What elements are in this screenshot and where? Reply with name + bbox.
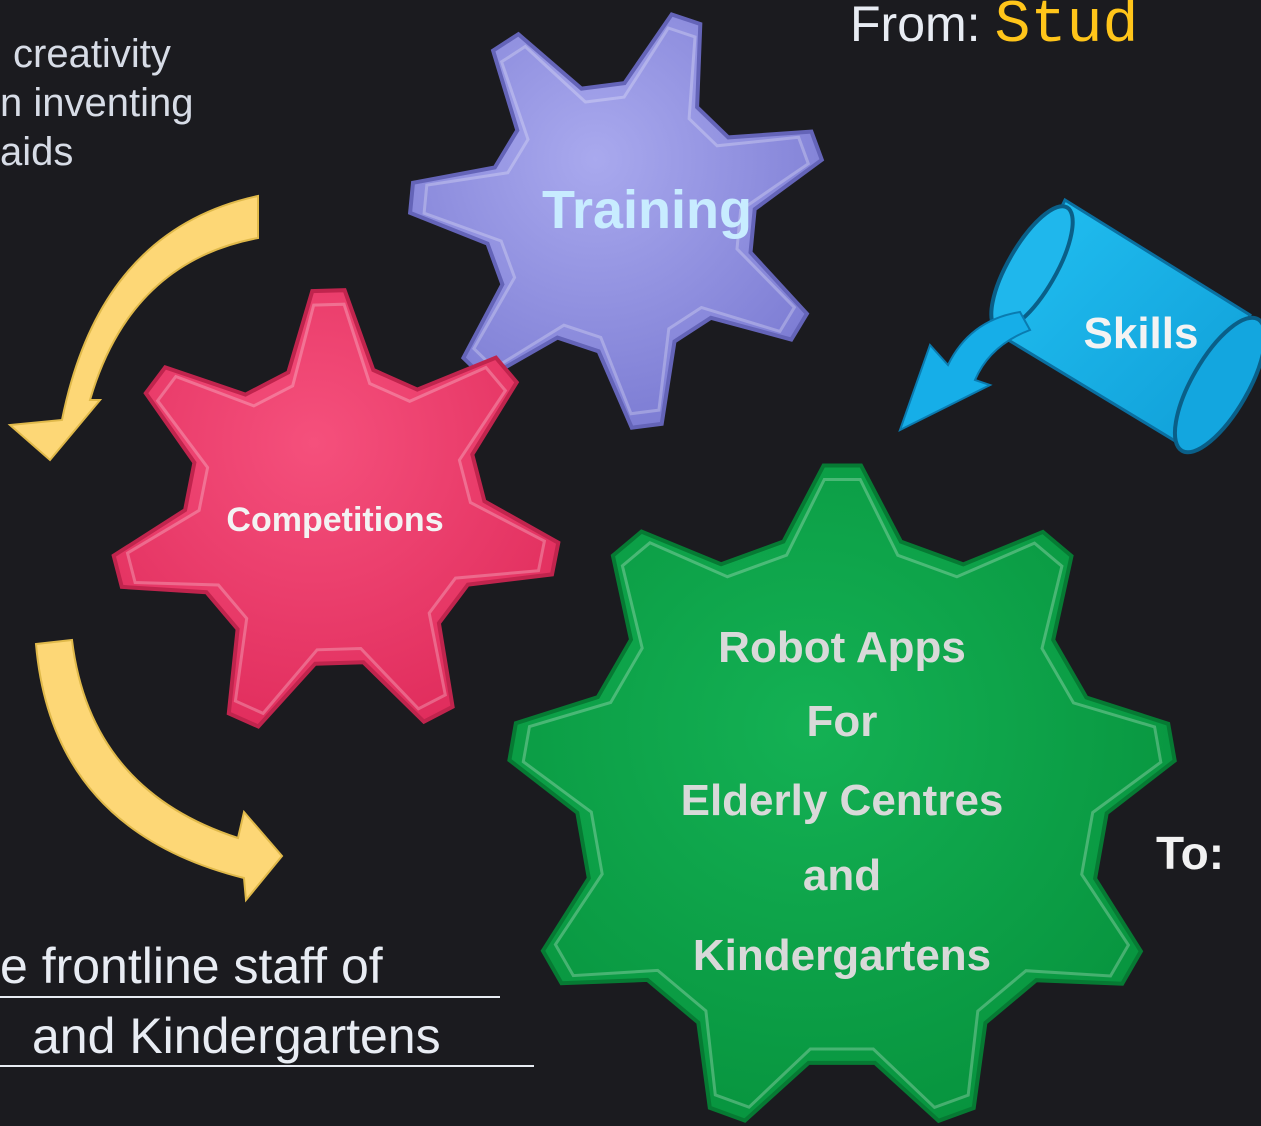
left-text-line-1: creativity — [13, 32, 171, 76]
skills-cylinder — [898, 197, 1261, 455]
skills-label: Skills — [1084, 309, 1199, 358]
robot-apps-label: Robot Apps For Elderly Centres and Kinde… — [681, 623, 1004, 980]
left-text-block: creativity n inventing aids — [0, 30, 193, 176]
training-label: Training — [542, 180, 752, 240]
gear-training-body — [407, 12, 825, 430]
robot-apps-gear — [507, 463, 1177, 1124]
robot-label-line-1: Robot Apps — [718, 623, 966, 672]
staff-line-2: and Kindergartens — [0, 1008, 534, 1067]
curved-arrow-bottom — [34, 638, 284, 903]
gear-robot-body — [507, 463, 1177, 1124]
curved-arrow-top — [7, 194, 259, 462]
robot-label-line-2: For — [807, 697, 878, 746]
from-heading: From: Stud — [850, 0, 1138, 60]
staff-text-block: e frontline staff of and Kindergartens — [0, 938, 534, 1067]
gear-robot-bevel — [521, 478, 1163, 1110]
gear-comp-body — [111, 288, 561, 729]
to-label: To: — [1156, 827, 1225, 879]
robot-label-line-3: Elderly Centres — [681, 776, 1004, 825]
robot-label-line-4: and — [803, 851, 881, 900]
competitions-gear — [111, 288, 561, 729]
staff-line-1: e frontline staff of — [0, 938, 500, 998]
from-highlight: Stud — [994, 0, 1139, 60]
robot-label-line-5: Kindergartens — [693, 931, 991, 980]
competitions-label: Competitions — [226, 501, 443, 539]
left-text-line-3: aids — [0, 129, 74, 174]
training-gear — [407, 12, 825, 430]
gear-comp-bevel — [125, 302, 547, 716]
gear-training-bevel — [422, 26, 811, 416]
left-text-line-2: n inventing — [0, 80, 194, 125]
from-prefix: From: — [850, 0, 995, 52]
